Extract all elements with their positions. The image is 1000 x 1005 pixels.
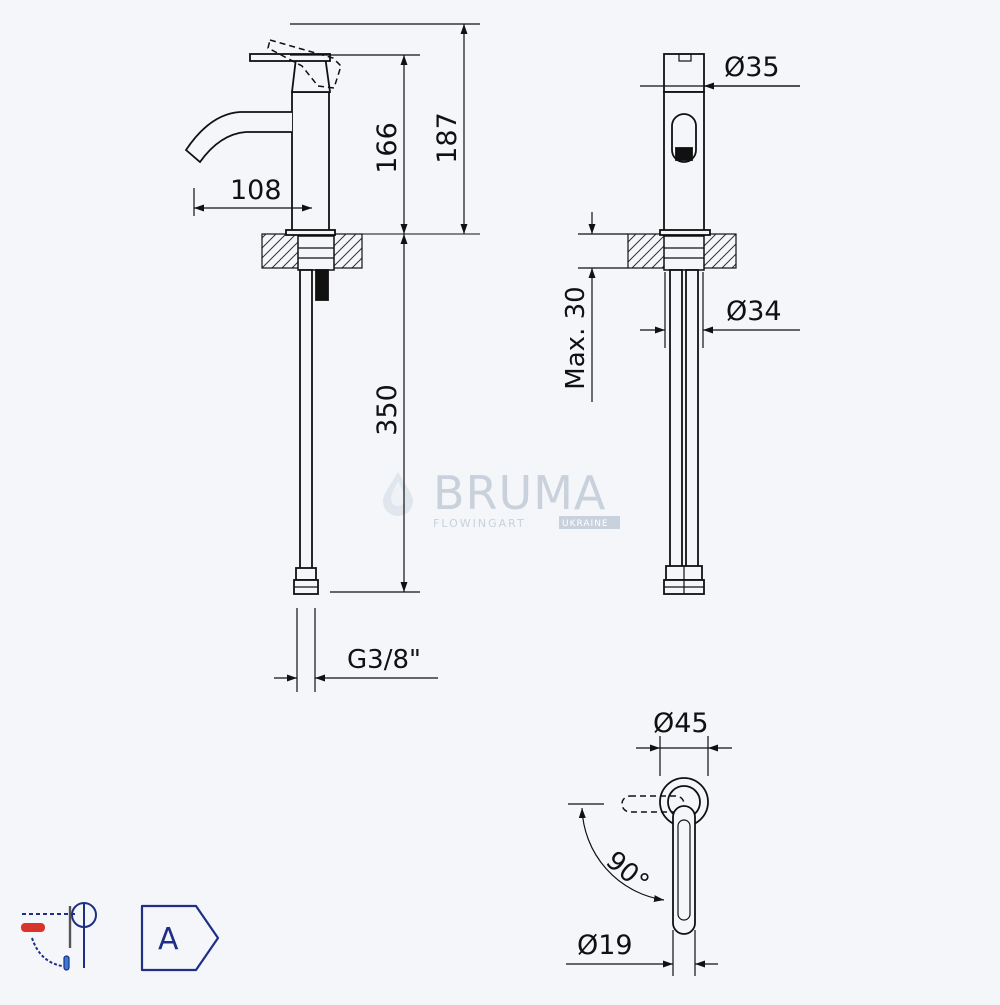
dim-body-diameter: Ø35 — [724, 52, 780, 83]
spout — [184, 111, 292, 164]
supply-hose — [299, 269, 313, 571]
lever-top — [672, 805, 696, 935]
brand-watermark: BRUMA FLOWINGART UKRAINE — [383, 466, 620, 530]
energy-class-badge-icon: A — [140, 904, 220, 972]
brand-tagline: FLOWINGART — [433, 517, 526, 530]
region-badge — [559, 516, 620, 529]
supply-hose-right — [685, 269, 699, 571]
top-view — [621, 777, 709, 935]
supply-hose-left — [669, 269, 683, 571]
single-lever-mixer-icon — [21, 902, 97, 971]
dim-hose-length: 350 — [372, 384, 403, 436]
energy-class-letter: A — [158, 922, 179, 957]
front-dimensions — [578, 82, 800, 402]
drop-logo-icon — [383, 472, 413, 516]
lever-open-position — [267, 39, 342, 89]
dim-rotation-angle: 90° — [600, 846, 655, 899]
dim-mount-diameter: Ø34 — [726, 296, 782, 327]
dim-handle-diameter: Ø19 — [577, 930, 633, 961]
dim-thread: G3/8" — [347, 645, 421, 675]
side-view — [184, 39, 480, 595]
dim-base-diameter: Ø45 — [653, 708, 709, 739]
top-dimensions — [566, 736, 732, 976]
front-view — [627, 53, 737, 595]
side-dimensions — [193, 23, 480, 692]
mixer-body — [291, 91, 330, 233]
brand-region: UKRAINE — [562, 519, 609, 529]
brand-name: BRUMA — [433, 466, 606, 520]
dim-total-height: 187 — [432, 112, 463, 164]
dim-spout-reach: 108 — [230, 175, 282, 206]
dim-height-to-spout: 166 — [372, 122, 403, 174]
dim-max-thickness: Max. 30 — [561, 286, 591, 389]
